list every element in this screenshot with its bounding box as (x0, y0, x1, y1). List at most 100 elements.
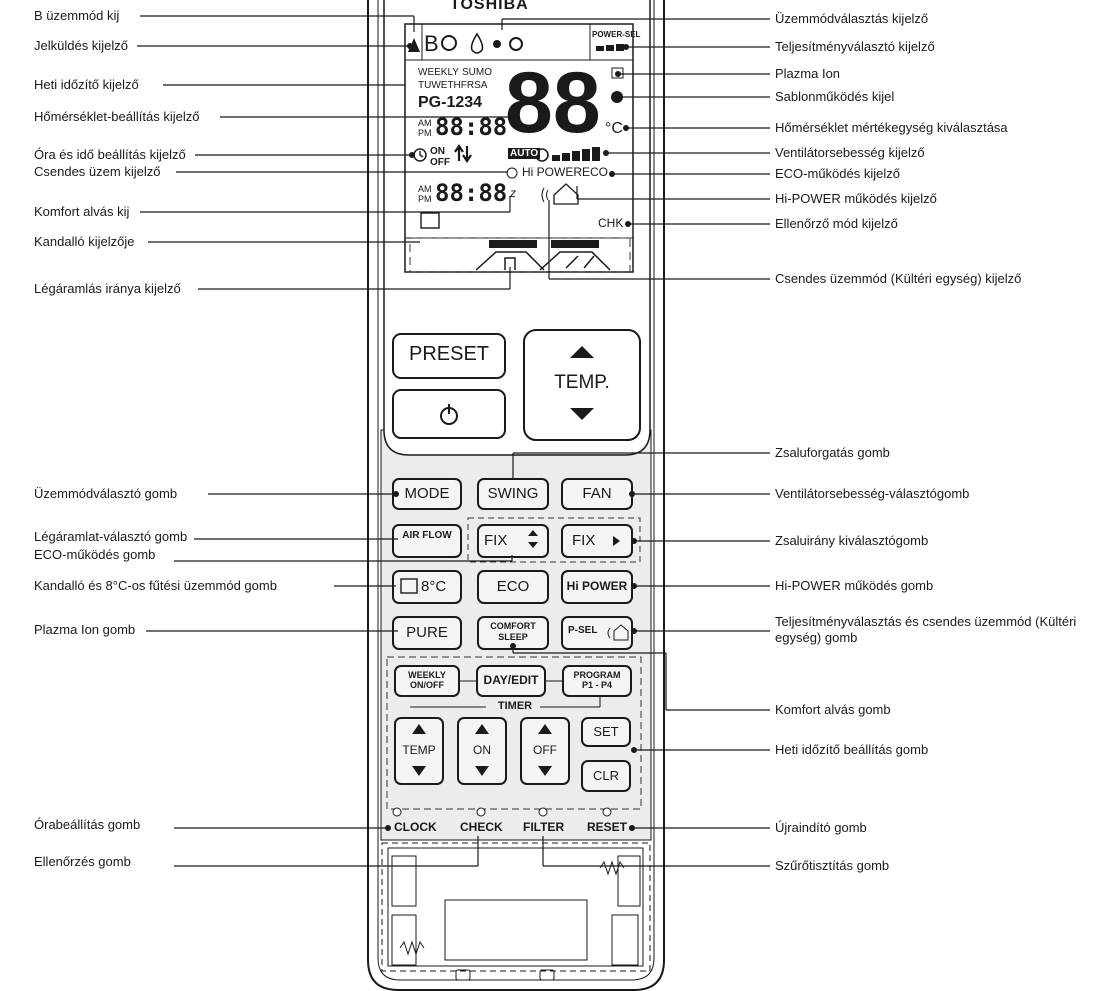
label-airflow-dir: Légáramlás iránya kijelző (34, 281, 181, 296)
display-pm-2: PM (418, 194, 432, 204)
pure-button[interactable]: PURE (406, 624, 448, 641)
label-b-mode: B üzemmód kij (34, 8, 120, 23)
fireplace-icon (420, 212, 440, 229)
brand-logo: TOSHIBA (450, 0, 529, 13)
label-clock-button: Órabeállítás gomb (34, 817, 141, 832)
program-p1p4-label[interactable]: P1 - P4 (581, 680, 612, 690)
display-program: PG-1234 (418, 94, 483, 111)
display-auto-badge: AUTO (508, 148, 541, 159)
reset-button[interactable]: RESET (587, 820, 628, 834)
label-temp-setting: Hőmérséklet-beállítás kijelző (34, 109, 200, 124)
louver-2 (551, 240, 599, 248)
program-label[interactable]: PROGRAM (573, 670, 621, 680)
display-hi-power: Hi POWER (522, 165, 582, 179)
label-quiet: Csendes üzem kijelző (34, 164, 161, 179)
label-weekly-timer-button: Heti időzítő beállítás gomb (775, 742, 929, 757)
display-big-digits: 88 (505, 55, 601, 151)
temp-up-icon (570, 346, 594, 358)
display-time-1: 88:88 (435, 113, 508, 141)
quiet-icon (506, 167, 518, 179)
set-button[interactable]: SET (593, 724, 619, 739)
label-hi-power-button: Hi-POWER működés gomb (775, 578, 934, 593)
label-eco-indicator: ECO-működés kijelző (775, 166, 900, 181)
fix-updown-button[interactable]: FIX (484, 532, 508, 549)
timer-temp-button[interactable]: TEMP (402, 743, 436, 757)
display-am-1: AM (418, 118, 432, 128)
louver-1 (489, 240, 537, 248)
label-temp-unit: Hőmérséklet mértékegység kiválasztása (775, 120, 1008, 135)
display-sumo: SUMO (462, 67, 492, 78)
preset-icon (611, 91, 623, 103)
display-days: TUWETHFRSA (418, 80, 488, 91)
check-button[interactable]: CHECK (460, 820, 503, 834)
label-outdoor-quiet: Csendes üzemmód (Kültéri egység) kijelző (775, 271, 1022, 286)
label-eco-button: ECO-működés gomb (34, 547, 156, 562)
label-fan-button: Ventilátorsebesség-választógomb (775, 486, 970, 501)
label-mode-button: Üzemmódválasztó gomb (34, 486, 178, 501)
label-fireplace-button: Kandalló és 8°C-os fűtési üzemmód gomb (34, 578, 277, 593)
label-louver-dir-button: Zsaluirány kiválasztógomb (775, 533, 929, 548)
filter-button[interactable]: FILTER (523, 820, 565, 834)
label-mode-indicator: Üzemmódválasztás kijelző (775, 11, 929, 26)
sleep-label[interactable]: SLEEP (498, 632, 528, 642)
clock-button[interactable]: CLOCK (394, 820, 437, 834)
temp-button[interactable]: TEMP. (554, 372, 610, 393)
display-zzz: z (510, 186, 516, 200)
fan-mode-icon (509, 37, 523, 51)
display-am-2: AM (418, 184, 432, 194)
display-eco: ECO (582, 165, 609, 179)
day-edit-button[interactable]: DAY/EDIT (483, 673, 539, 687)
label-plasma-button: Plazma Ion gomb (34, 622, 136, 637)
label-comfort-sleep: Komfort alvás kij (34, 204, 130, 219)
label-signal: Jelküldés kijelző (34, 38, 128, 53)
comfort-label[interactable]: COMFORT (490, 621, 536, 631)
heat-icon (441, 35, 457, 51)
fix-leftright-button[interactable]: FIX (572, 532, 596, 549)
display-off: OFF (430, 157, 450, 168)
dry-icon (470, 32, 484, 54)
clr-button[interactable]: CLR (592, 768, 619, 783)
psel-button[interactable]: P-SEL (568, 625, 598, 636)
display-pm-1: PM (418, 128, 432, 138)
mode-button[interactable]: MODE (404, 485, 450, 502)
cool-icon (493, 40, 501, 48)
display-b-mode: B (424, 31, 439, 56)
fireplace-button-icon (400, 578, 418, 594)
display-time-2: 88:88 (435, 179, 508, 207)
label-fan-speed: Ventilátorsebesség kijelző (775, 145, 925, 160)
label-hi-power-indicator: Hi-POWER működés kijelző (775, 191, 937, 206)
display-power-sel: POWER-SEL (592, 30, 641, 39)
fan-button[interactable]: FAN (582, 485, 612, 502)
display-on: ON (430, 146, 445, 157)
power-button[interactable] (393, 390, 505, 438)
display-celsius: °C (605, 120, 623, 137)
swing-button[interactable]: SWING (487, 485, 539, 502)
timer-off-button[interactable]: OFF (533, 743, 557, 757)
label-reset-button: Újraindító gomb (775, 820, 867, 835)
eight-c-button[interactable]: 8°C (421, 578, 447, 595)
air-flow-button[interactable]: AIR FLOW (402, 530, 452, 541)
leader-lines (137, 15, 770, 867)
eco-button[interactable]: ECO (496, 578, 530, 595)
weekly-label[interactable]: WEEKLY (408, 670, 446, 680)
label-weekly-timer: Heti időzítő kijelző (34, 77, 139, 92)
display-chk: CHK (598, 216, 624, 230)
weekly-onoff-label[interactable]: ON/OFF (410, 680, 444, 690)
hi-power-button[interactable]: Hi POWER (566, 579, 628, 593)
lower-buttons (386, 478, 642, 817)
label-clock-setting: Óra és idő beállítás kijelző (34, 147, 186, 162)
timer-label: TIMER (490, 700, 540, 712)
upper-buttons (392, 329, 641, 441)
plasma-icon (611, 67, 624, 79)
label-plasma-ion: Plazma Ion (775, 66, 841, 81)
preset-button[interactable]: PRESET (408, 343, 490, 365)
label-fireplace: Kandalló kijelzője (34, 234, 135, 249)
temp-down-icon (570, 408, 594, 420)
leader-dots (385, 43, 637, 831)
label-check-mode: Ellenőrző mód kijelző (775, 216, 898, 231)
timer-on-button[interactable]: ON (473, 743, 491, 757)
label-swing-button: Zsaluforgatás gomb (775, 445, 890, 460)
label-preset-indicator: Sablonműködés kijel (775, 89, 895, 104)
